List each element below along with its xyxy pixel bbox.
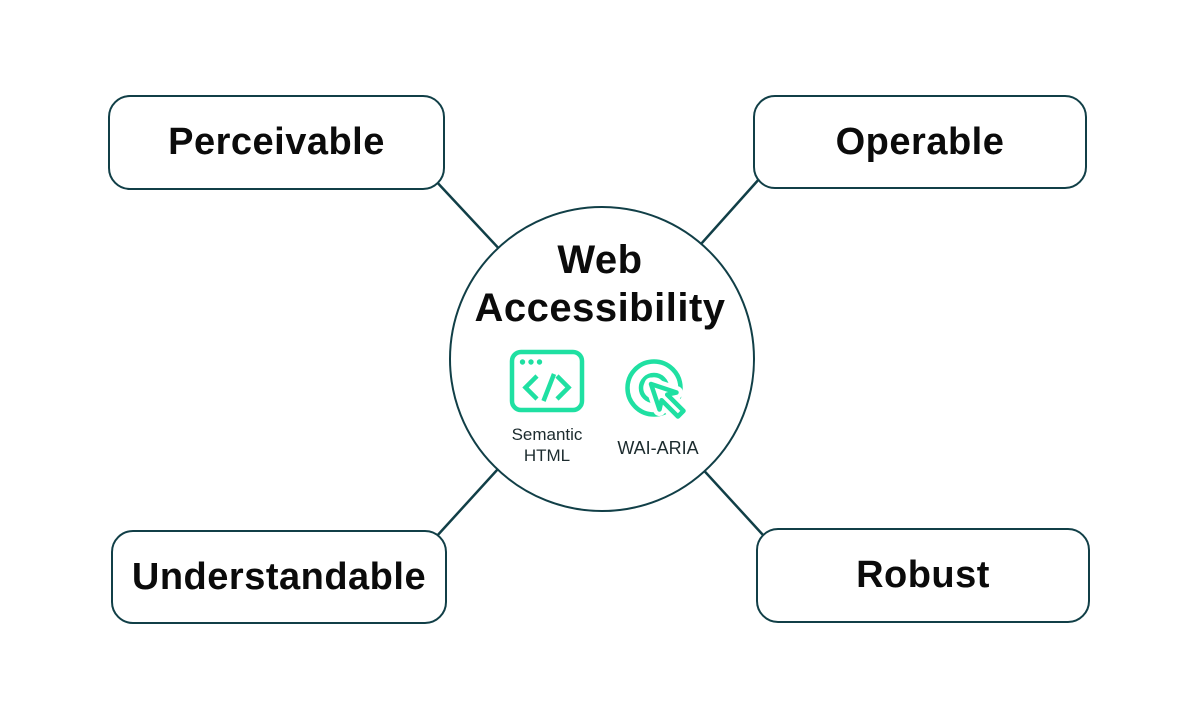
center-title: Web Accessibility — [474, 238, 726, 330]
browser-code-icon — [509, 349, 585, 413]
wai-aria-label: WAI-ARIA — [617, 438, 699, 458]
node-understandable-label: Understandable — [131, 555, 427, 598]
node-operable-label: Operable — [835, 120, 1005, 163]
click-cursor-icon — [625, 359, 690, 423]
center-circle — [449, 206, 755, 512]
node-robust: Robust — [756, 528, 1090, 623]
node-operable: Operable — [753, 95, 1087, 189]
semantic-html-label: Semantic HTML — [511, 425, 583, 466]
node-understandable: Understandable — [111, 530, 447, 624]
node-perceivable-label: Perceivable — [168, 121, 385, 163]
node-perceivable: Perceivable — [108, 95, 445, 190]
node-robust-label: Robust — [856, 554, 990, 596]
